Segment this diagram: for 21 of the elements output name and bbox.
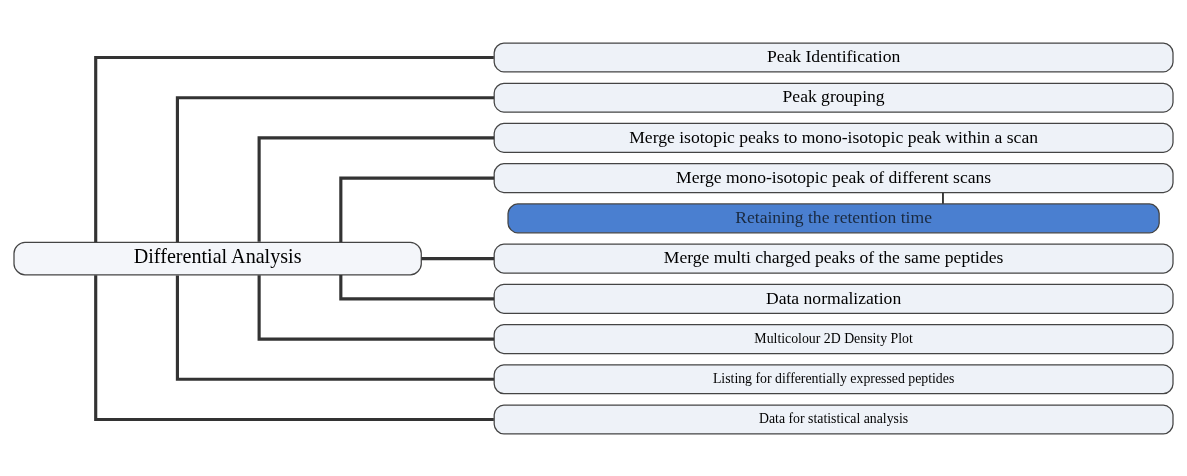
- connector: [94, 55, 494, 242]
- connector: [942, 191, 944, 205]
- node-box: Data for statistical analysis: [493, 403, 1174, 435]
- connector: [94, 274, 494, 421]
- node-box: Listing for differentially expressed peptides: [493, 363, 1174, 394]
- node-box: Retaining the retention time: [507, 202, 1160, 233]
- connector: [175, 95, 494, 242]
- node-box: Multicolour 2D Density Plot: [493, 323, 1174, 354]
- node-box: Peak grouping: [493, 82, 1174, 113]
- connector: [421, 256, 494, 260]
- node-box: Differential Analysis: [13, 241, 422, 276]
- connector: [339, 176, 495, 242]
- node-box: Merge mono-isotopic peak of different scans: [493, 162, 1174, 193]
- node-box: Merge multi charged peaks of the same peptides: [493, 243, 1174, 274]
- connector: [175, 274, 494, 381]
- connector: [339, 274, 495, 300]
- connector: [257, 274, 495, 341]
- node-box: Data normalization: [493, 283, 1174, 314]
- node-box: Merge isotopic peaks to mono-isotopic peak within a scan: [493, 122, 1174, 153]
- connector: [257, 135, 495, 242]
- node-box: Peak Identification: [493, 41, 1174, 73]
